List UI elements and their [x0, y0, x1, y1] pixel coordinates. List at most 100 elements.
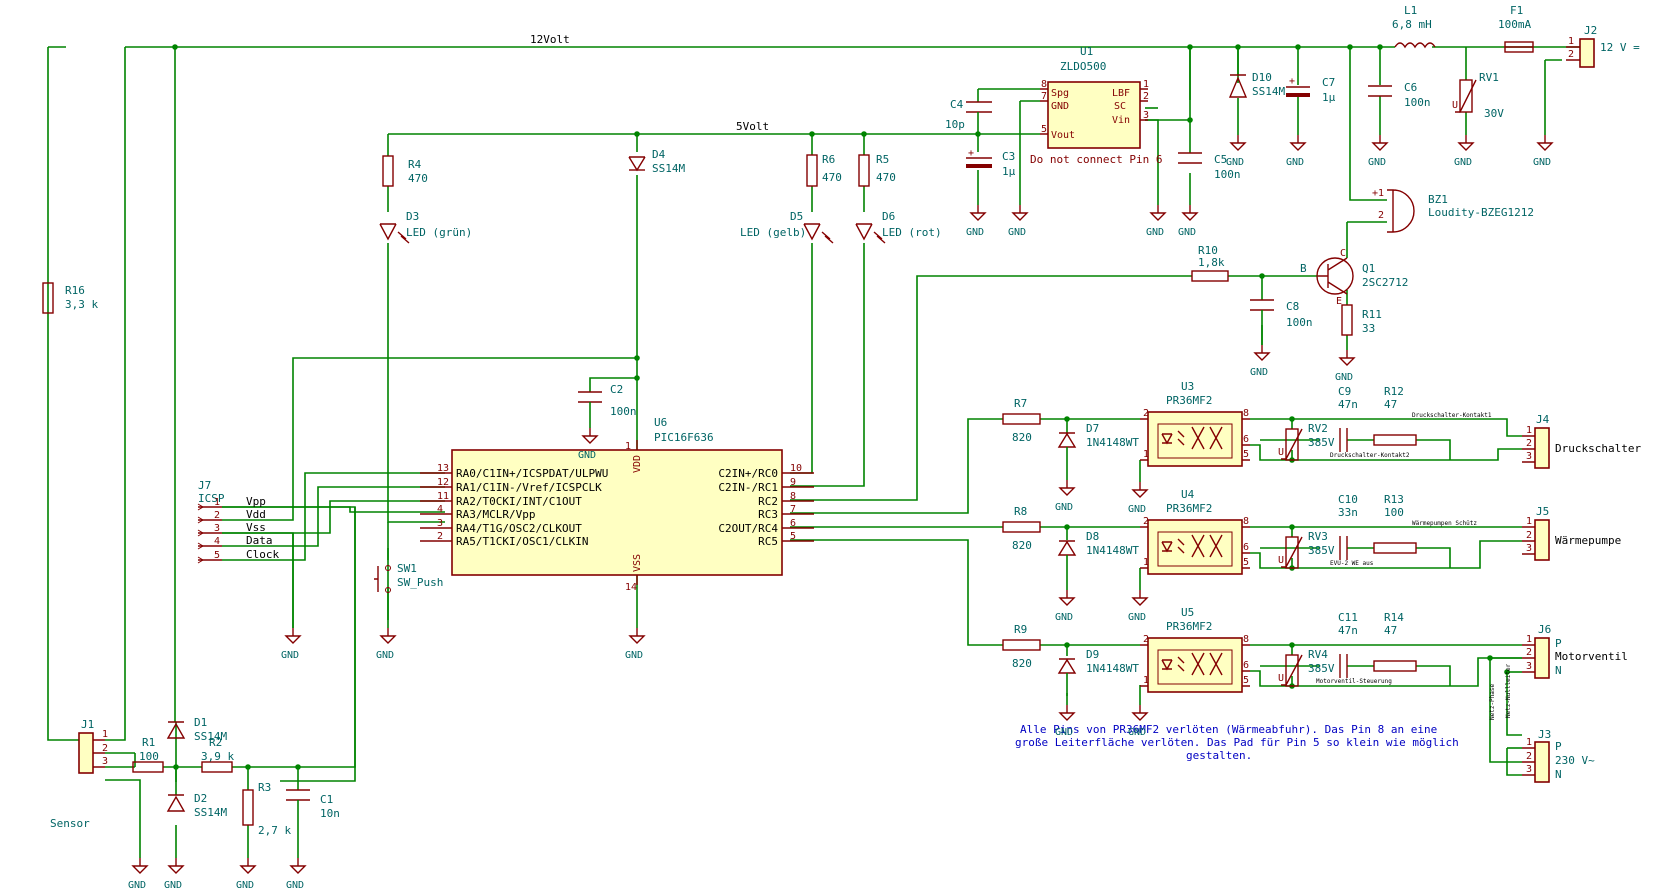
u1-pin-sc: SC	[1114, 101, 1126, 112]
svg-text:3: 3	[1526, 543, 1532, 554]
svg-text:12 V =: 12 V =	[1600, 41, 1640, 54]
snubber-resistor	[1373, 434, 1417, 446]
svg-text:14: 14	[625, 582, 637, 593]
gnd-symbol: GND	[286, 858, 307, 891]
gnd-label: GND	[1226, 157, 1244, 168]
gnd-label: GND	[376, 650, 394, 661]
j6-connector: J6 Motorventil P N 1 2 3	[1522, 623, 1628, 679]
r1-resistor: R1 100	[132, 736, 164, 773]
u6-right-pin-num: 6	[790, 518, 796, 529]
svg-text:100n: 100n	[1286, 316, 1313, 329]
svg-text:3: 3	[1526, 661, 1532, 672]
gnd-symbol: GND	[1250, 345, 1271, 378]
opto-pin-num: 5	[1243, 449, 1249, 460]
j7-pin-arrow	[197, 503, 204, 511]
varistor-u: U	[1278, 555, 1284, 566]
gnd-symbol: GND	[1286, 135, 1307, 168]
opto-inner	[1157, 531, 1233, 567]
svg-text:J6: J6	[1538, 623, 1551, 636]
j7-pin-arrow	[197, 529, 204, 537]
j7-pin-label: Vpp	[246, 495, 266, 508]
snubber-capacitor	[1339, 654, 1348, 678]
gnd-label: GND	[1128, 727, 1146, 738]
u6-right-pin-num: 10	[790, 463, 802, 474]
svg-text:2: 2	[102, 743, 108, 754]
d2-diode: D2 SS14M	[166, 792, 227, 819]
gnd-symbol: GND	[376, 628, 397, 661]
snubber-resistor	[1373, 660, 1417, 672]
svg-text:10p: 10p	[945, 118, 965, 131]
svg-text:C6: C6	[1404, 81, 1417, 94]
opto-channel: R7820D71N4148WTU3PR36MF221865RV2385VUC94…	[1002, 380, 1492, 470]
u6-left-pin-num: 12	[437, 477, 449, 488]
svg-text:VDD: VDD	[632, 455, 643, 473]
cap-value: 47n	[1338, 398, 1358, 411]
opto-pin-num: 5	[1243, 557, 1249, 568]
svg-text:230 V~: 230 V~	[1555, 754, 1595, 767]
snubber-capacitor	[1339, 536, 1348, 560]
svg-text:P: P	[1555, 637, 1562, 650]
svg-text:B: B	[1300, 262, 1307, 275]
opto-pin-num: 1	[1143, 557, 1149, 568]
opto-value: PR36MF2	[1166, 620, 1212, 633]
j7-pin-num: 1	[214, 497, 220, 508]
gnd-label: GND	[236, 880, 254, 890]
svg-text:D6: D6	[882, 210, 895, 223]
netzphase-label: Netz-Phase	[1489, 683, 1496, 720]
u1-num-5: 5	[1041, 124, 1047, 135]
sw1-pushbutton: SW1 SW_Push	[374, 562, 443, 593]
u1-pin-vin: Vin	[1112, 115, 1130, 126]
svg-text:3: 3	[102, 756, 108, 767]
u6-right-pin-num: 9	[790, 477, 796, 488]
j7-pin-label: Vss	[246, 521, 266, 534]
u6-left-pin-num: 11	[437, 491, 449, 502]
u6-left-pin-num: 3	[437, 518, 443, 529]
varistor-slash	[1281, 536, 1303, 568]
svg-text:J1: J1	[81, 718, 94, 731]
svg-text:E: E	[1336, 296, 1342, 307]
u6-left-pins: RA0/C1IN+/ICSPDAT/ULPWU13RA1/C1IN-/Vref/…	[437, 463, 608, 548]
c6-capacitor: C6 100n	[1368, 81, 1431, 135]
svg-text:3,3 k: 3,3 k	[65, 298, 98, 311]
note-line-2: große Leiterfläche verlöten. Das Pad für…	[1015, 736, 1459, 749]
j7-pin-num: 3	[214, 523, 220, 534]
gnd-label: GND	[1128, 612, 1146, 623]
varistor	[1285, 428, 1299, 461]
svg-text:D1: D1	[194, 716, 207, 729]
svg-text:F1: F1	[1510, 4, 1523, 17]
gnd-symbol: GND	[1454, 135, 1475, 168]
opto-ref: U5	[1181, 606, 1194, 619]
wire-label-bottom: Motorventil-Steuerung	[1316, 678, 1392, 685]
u1-regulator: U1 ZLDO500 Spg GND Vout LBF SC Vin 8 7 5…	[1030, 45, 1162, 166]
gnd-label: GND	[1055, 612, 1073, 623]
j7-pin-arrow	[197, 542, 204, 550]
opto-pin-num: 6	[1243, 434, 1249, 445]
gnd-label: GND	[1178, 227, 1196, 238]
svg-text:2: 2	[1526, 438, 1532, 449]
opto-pins	[1140, 644, 1250, 687]
opto-pin-num: 6	[1243, 542, 1249, 553]
cap-value: 33n	[1338, 506, 1358, 519]
svg-text:470: 470	[408, 172, 428, 185]
d3-led: D3 LED (grün)	[379, 210, 472, 244]
gnd-label: GND	[286, 880, 304, 890]
gnd-label: GND	[281, 650, 299, 661]
opto-pin-num: 2	[1143, 408, 1149, 419]
varistor-ref: RV2	[1308, 422, 1328, 435]
resistor-value: 820	[1012, 431, 1032, 444]
gnd-symbol: GND	[578, 428, 599, 461]
svg-text:N: N	[1555, 664, 1562, 677]
svg-text:30V: 30V	[1484, 107, 1504, 120]
gnd-symbol: GND	[1055, 590, 1076, 623]
opto-value: PR36MF2	[1166, 394, 1212, 407]
gnd-symbol: GND	[1055, 480, 1076, 513]
wire-label-bottom: EVU-2 WE aus	[1330, 560, 1374, 567]
c3-capacitor: + C3 1µ	[966, 148, 1016, 178]
gnd-label: GND	[625, 650, 643, 661]
svg-text:1: 1	[1526, 516, 1532, 527]
ground-symbols: GND GND GND GND GND GND GND GND GND GND GND GND GND G…	[128, 135, 1554, 891]
u6-left-pin-label: RA5/T1CKI/OSC1/CLKIN	[456, 535, 588, 548]
gnd-symbol: GND	[1008, 205, 1029, 238]
